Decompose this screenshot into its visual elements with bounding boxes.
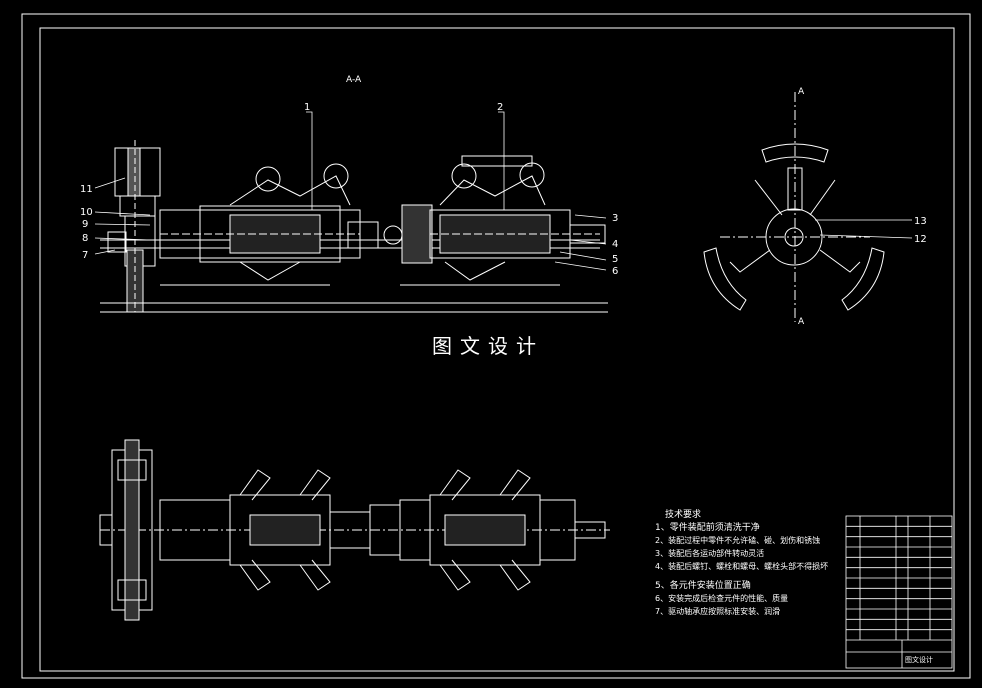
part-number-6: 6 (612, 266, 618, 277)
tech-req-line-4: 4、装配后螺钉、螺栓和螺母、螺栓头部不得损坏 (655, 561, 828, 571)
part-number-12: 12 (914, 234, 927, 245)
watermark-text: 图文设计 (432, 334, 544, 358)
section-view-top (100, 140, 608, 313)
part-number-2: 2 (497, 102, 503, 113)
section-label: A-A (346, 75, 362, 85)
tech-req-line-2: 2、装配过程中零件不允许磕、碰、划伤和锈蚀 (655, 535, 820, 545)
cut-marker-top: A (798, 87, 805, 97)
tech-req-line-6: 6、安装完成后检查元件的性能、质量 (655, 593, 788, 603)
tech-req-title: 技术要求 (665, 508, 701, 520)
plan-view-bottom (99, 439, 610, 621)
part-number-8: 8 (82, 233, 88, 244)
cut-marker-bottom: A (798, 317, 805, 327)
part-number-5: 5 (612, 254, 618, 265)
title-block-stamp: 图文设计 (905, 655, 933, 664)
outer-frame (21, 13, 971, 679)
part-number-4: 4 (612, 239, 618, 250)
part-number-9: 9 (82, 219, 88, 230)
part-number-1: 1 (304, 102, 310, 113)
end-view-right (703, 92, 885, 322)
technical-requirements: 技术要求 1、零件装配前须清洗干净 2、装配过程中零件不允许磕、碰、划伤和锈蚀 … (655, 508, 828, 616)
part-number-11: 11 (80, 184, 93, 195)
inner-frame (39, 27, 955, 672)
part-number-10: 10 (80, 207, 93, 218)
title-block (845, 515, 953, 669)
part-number-3: 3 (612, 213, 618, 224)
tech-req-line-7: 7、驱动轴承应按照标准安装、润滑 (655, 606, 780, 616)
tech-req-line-1: 1、零件装配前须清洗干净 (655, 521, 760, 533)
part-number-13: 13 (914, 216, 927, 227)
tech-req-line-5: 5、各元件安装位置正确 (655, 579, 751, 591)
tech-req-line-3: 3、装配后各运动部件转动灵活 (655, 548, 764, 558)
part-number-7: 7 (82, 250, 88, 261)
